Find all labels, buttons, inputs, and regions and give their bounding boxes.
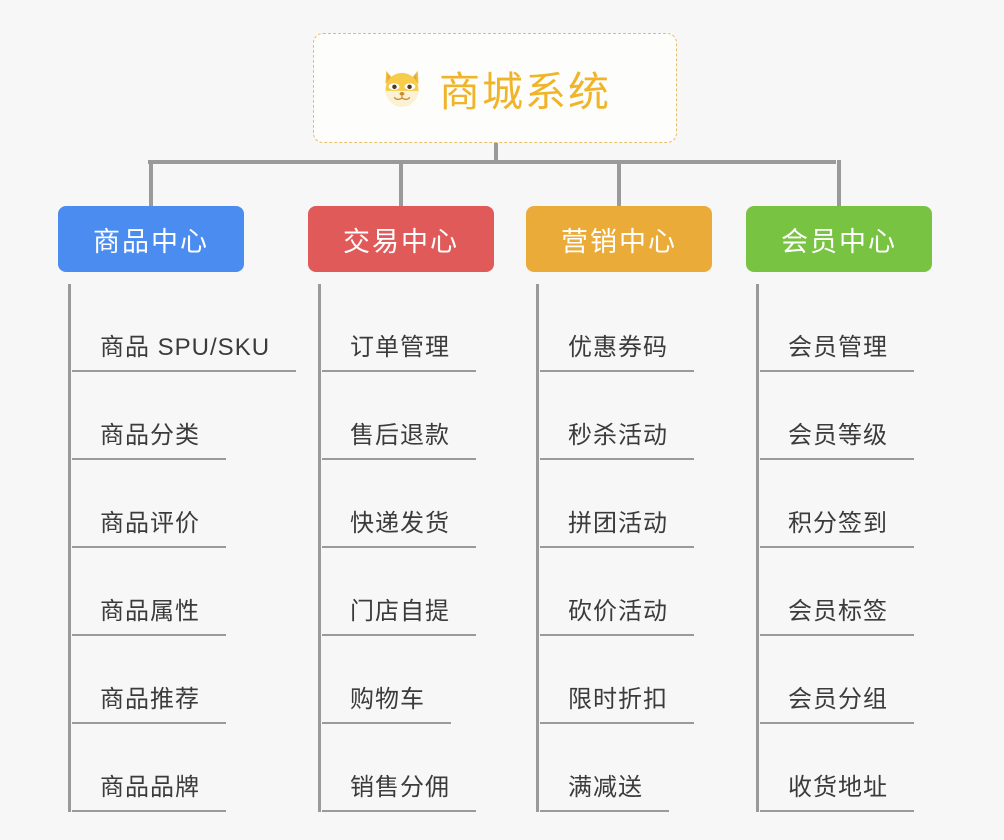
leaf-underline: [540, 546, 694, 548]
branch-items-1: 商品 SPU/SKU 商品分类商品评价商品属性商品推荐商品品牌: [58, 284, 296, 812]
leaf-item-label: 快递发货: [350, 510, 450, 537]
branch-header-2[interactable]: 交易中心: [308, 206, 494, 272]
branch-drop-connector: [617, 160, 621, 208]
leaf-underline: [72, 634, 226, 636]
leaf-item[interactable]: 快递发货: [322, 460, 494, 548]
leaf-item[interactable]: 商品品牌: [72, 724, 244, 812]
leaf-item[interactable]: 商品分类: [72, 372, 244, 460]
leaf-underline: [760, 810, 914, 812]
leaf-underline: [72, 722, 226, 724]
leaf-underline: [322, 634, 476, 636]
leaf-item[interactable]: 收货地址: [760, 724, 932, 812]
branch-drop-connector: [837, 160, 841, 208]
leaf-item[interactable]: 满减送: [540, 724, 712, 812]
leaf-underline: [72, 458, 226, 460]
leaf-item-label: 收货地址: [788, 774, 888, 801]
leaf-item-label: 商品评价: [100, 510, 200, 537]
branch-header-3[interactable]: 营销中心: [526, 206, 712, 272]
leaf-underline: [760, 546, 914, 548]
leaf-item-label: 会员等级: [788, 422, 888, 449]
leaf-item[interactable]: 商品属性: [72, 548, 244, 636]
leaf-item-label: 商品推荐: [100, 686, 200, 713]
leaf-item[interactable]: 商品评价: [72, 460, 244, 548]
root-node[interactable]: 商城系统: [313, 33, 677, 143]
trunk-bus-connector: [148, 160, 836, 164]
leaf-item[interactable]: 优惠券码: [540, 284, 712, 372]
branch-header-4[interactable]: 会员中心: [746, 206, 932, 272]
leaf-item[interactable]: 会员标签: [760, 548, 932, 636]
leaf-item-label: 拼团活动: [568, 510, 668, 537]
leaf-item-label: 会员分组: [788, 686, 888, 713]
leaf-underline: [540, 810, 669, 812]
branch-spine-connector: [536, 284, 539, 812]
branch-drop-connector: [399, 160, 403, 208]
leaf-item[interactable]: 拼团活动: [540, 460, 712, 548]
leaf-item-label: 商品分类: [100, 422, 200, 449]
leaf-underline: [322, 370, 476, 372]
shiba-dog-face-icon: [379, 65, 425, 111]
leaf-item-label: 门店自提: [350, 598, 450, 625]
leaf-item-label: 会员标签: [788, 598, 888, 625]
branch-spine-connector: [756, 284, 759, 812]
branch-header-1[interactable]: 商品中心: [58, 206, 244, 272]
leaf-item-label: 售后退款: [350, 422, 450, 449]
leaf-underline: [760, 722, 914, 724]
leaf-item-label: 秒杀活动: [568, 422, 668, 449]
leaf-item-label: 砍价活动: [568, 598, 668, 625]
branch-spine-connector: [318, 284, 321, 812]
leaf-underline: [322, 458, 476, 460]
leaf-underline: [760, 370, 914, 372]
leaf-item-label: 商品属性: [100, 598, 200, 625]
leaf-item-label: 积分签到: [788, 510, 888, 537]
branch-drop-connector: [149, 160, 153, 208]
branch-column-4: 会员中心会员管理会员等级积分签到会员标签会员分组收货地址: [746, 206, 932, 812]
leaf-item-label: 优惠券码: [568, 334, 668, 361]
leaf-item-label: 购物车: [350, 686, 425, 713]
branch-spine-connector: [68, 284, 71, 812]
leaf-underline: [540, 722, 694, 724]
leaf-item[interactable]: 购物车: [322, 636, 494, 724]
leaf-item[interactable]: 秒杀活动: [540, 372, 712, 460]
leaf-underline: [72, 810, 226, 812]
leaf-item-label: 商品 SPU/SKU: [100, 334, 271, 361]
leaf-underline: [322, 722, 451, 724]
root-title: 商城系统: [439, 69, 611, 115]
branch-column-1: 商品中心商品 SPU/SKU 商品分类商品评价商品属性商品推荐商品品牌: [58, 206, 296, 812]
leaf-item[interactable]: 售后退款: [322, 372, 494, 460]
leaf-underline: [760, 634, 914, 636]
leaf-item-label: 满减送: [568, 774, 643, 801]
leaf-item[interactable]: 积分签到: [760, 460, 932, 548]
leaf-item[interactable]: 会员分组: [760, 636, 932, 724]
branch-items-2: 订单管理售后退款快递发货门店自提购物车销售分佣: [308, 284, 494, 812]
leaf-item[interactable]: 商品 SPU/SKU: [72, 284, 296, 372]
branch-column-3: 营销中心优惠券码秒杀活动拼团活动砍价活动限时折扣满减送: [526, 206, 712, 812]
leaf-item[interactable]: 限时折扣: [540, 636, 712, 724]
leaf-underline: [322, 546, 476, 548]
trunk-stem-connector: [494, 143, 498, 163]
leaf-item[interactable]: 会员管理: [760, 284, 932, 372]
leaf-item[interactable]: 商品推荐: [72, 636, 244, 724]
leaf-underline: [72, 370, 296, 372]
leaf-item[interactable]: 订单管理: [322, 284, 494, 372]
leaf-underline: [540, 634, 694, 636]
leaf-item-label: 会员管理: [788, 334, 888, 361]
leaf-item[interactable]: 门店自提: [322, 548, 494, 636]
leaf-underline: [760, 458, 914, 460]
leaf-item-label: 订单管理: [350, 334, 450, 361]
leaf-item-label: 商品品牌: [100, 774, 200, 801]
leaf-item[interactable]: 会员等级: [760, 372, 932, 460]
leaf-underline: [322, 810, 476, 812]
leaf-underline: [540, 458, 694, 460]
branch-column-2: 交易中心订单管理售后退款快递发货门店自提购物车销售分佣: [308, 206, 494, 812]
leaf-underline: [540, 370, 694, 372]
branch-items-4: 会员管理会员等级积分签到会员标签会员分组收货地址: [746, 284, 932, 812]
leaf-item[interactable]: 销售分佣: [322, 724, 494, 812]
leaf-underline: [72, 546, 226, 548]
leaf-item-label: 销售分佣: [350, 774, 450, 801]
leaf-item-label: 限时折扣: [568, 686, 668, 713]
branch-items-3: 优惠券码秒杀活动拼团活动砍价活动限时折扣满减送: [526, 284, 712, 812]
leaf-item[interactable]: 砍价活动: [540, 548, 712, 636]
